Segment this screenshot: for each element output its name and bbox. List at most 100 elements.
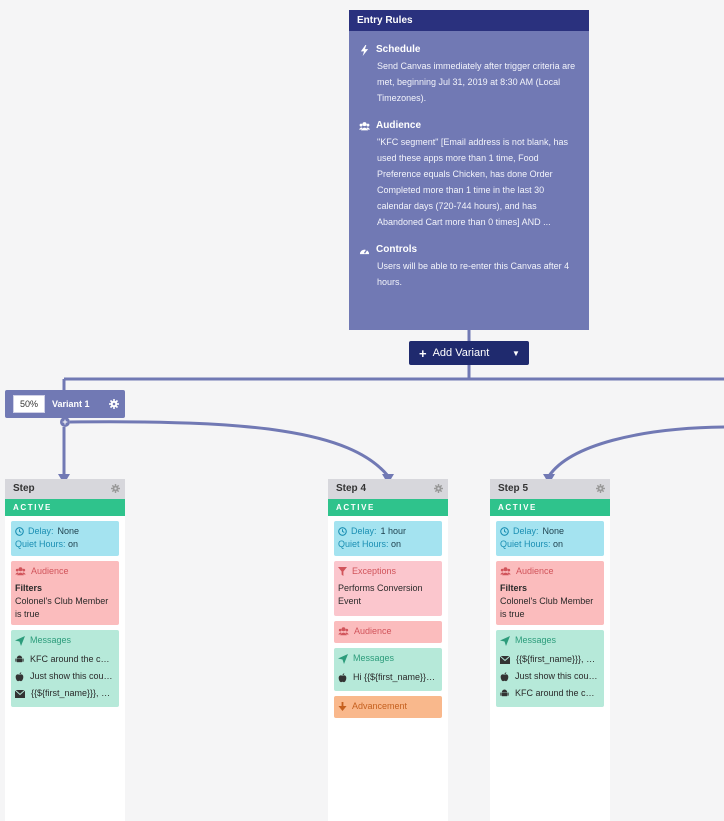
caret-down-icon[interactable]: ▼ [512, 348, 520, 358]
messages-title: Messages [30, 635, 72, 645]
users-icon [359, 121, 370, 130]
controls-section: Controls Users will be able to re-enter … [359, 242, 579, 290]
advancement-title: Advancement [352, 701, 408, 711]
filters-text: Colonel's Club Member is true [500, 596, 594, 619]
audience-block[interactable]: Audience Filters Colonel's Club Member i… [11, 561, 119, 625]
messages-title: Messages [515, 635, 557, 645]
quiet-hours-value: on [391, 539, 402, 549]
step-5-card[interactable]: Step 5 ACTIVE Delay: None Quiet Hours: o… [490, 479, 610, 821]
gear-icon[interactable] [109, 399, 119, 409]
message-item[interactable]: {{${first_name}}}, your order [500, 651, 599, 668]
dashboard-icon [359, 248, 370, 254]
apple-icon [15, 671, 24, 681]
apple-icon [500, 671, 509, 681]
audience-block[interactable]: Audience Filters Colonel's Club Member i… [496, 561, 604, 625]
step-header: Step 5 [490, 479, 610, 499]
audience-text: "KFC segment" [Email address is not blan… [377, 137, 568, 227]
message-text: KFC around the corner [515, 688, 599, 698]
audience-title: Audience [376, 120, 422, 131]
send-icon [338, 653, 348, 664]
audience-title: Audience [354, 626, 392, 636]
arrow-down-icon [338, 702, 347, 711]
add-variant-label: Add Variant [432, 347, 490, 359]
schedule-title: Schedule [376, 44, 421, 55]
gear-icon[interactable] [596, 484, 605, 493]
delay-block[interactable]: Delay: None Quiet Hours: on [496, 521, 604, 556]
message-item[interactable]: KFC around the corner [15, 651, 114, 668]
message-item[interactable]: Just show this coupon [15, 668, 114, 685]
send-icon [15, 635, 25, 646]
audience-title: Audience [516, 566, 554, 576]
message-text: Just show this coupon [30, 671, 114, 681]
exceptions-block[interactable]: Exceptions Performs Conversion Event [334, 561, 442, 616]
message-item[interactable]: Hi {{${first_name}}}, your order [338, 669, 437, 686]
controls-title: Controls [376, 244, 418, 255]
step-header: Step 4 [328, 479, 448, 499]
message-item[interactable]: KFC around the corner [500, 685, 599, 702]
status-badge: ACTIVE [5, 499, 125, 516]
variant-name: Variant 1 [52, 399, 90, 409]
audience-title: Audience [31, 566, 69, 576]
variant-percent-field[interactable]: 50% [13, 395, 45, 413]
android-icon [500, 689, 509, 697]
filters-label: Filters [500, 583, 528, 593]
advancement-block[interactable]: Advancement [334, 696, 442, 718]
controls-text: Users will be able to re-enter this Canv… [377, 261, 570, 287]
message-item[interactable]: Just show this coupon [500, 668, 599, 685]
filters-text: Colonel's Club Member is true [15, 596, 109, 619]
step-title: Step 5 [498, 483, 529, 494]
users-icon [15, 567, 26, 576]
delay-label: Delay: [28, 526, 54, 536]
exceptions-text: Performs Conversion Event [338, 583, 423, 606]
message-text: KFC around the corner [30, 654, 114, 664]
step-5-connector [547, 425, 724, 477]
step-body: Delay: 1 hour Quiet Hours: on Exceptions… [328, 516, 448, 821]
add-variant-button[interactable]: + Add Variant ▼ [409, 341, 529, 365]
audience-block[interactable]: Audience [334, 621, 442, 643]
step-body: Delay: None Quiet Hours: on Audience Fil… [5, 516, 125, 821]
delay-label: Delay: [513, 526, 539, 536]
messages-block[interactable]: Messages Hi {{${first_name}}}, your orde… [334, 648, 442, 691]
message-text: {{${first_name}}}, your order [31, 688, 114, 698]
status-badge: ACTIVE [490, 499, 610, 516]
messages-block[interactable]: Messages KFC around the corner Just show… [11, 630, 119, 707]
quiet-hours-label: Quiet Hours: [338, 539, 389, 549]
schedule-text: Send Canvas immediately after trigger cr… [377, 61, 576, 103]
users-icon [338, 627, 349, 636]
messages-title: Messages [353, 653, 395, 663]
message-text: {{${first_name}}}, your order [516, 654, 599, 664]
clock-icon [338, 527, 347, 536]
clock-icon [15, 527, 24, 536]
status-badge: ACTIVE [328, 499, 448, 516]
email-icon [15, 689, 25, 698]
email-icon [500, 655, 510, 664]
message-item[interactable]: {{${first_name}}}, your order [15, 685, 114, 702]
plus-icon: + [419, 345, 427, 361]
delay-value: 1 hour [380, 526, 407, 536]
step-card[interactable]: Step ACTIVE Delay: None Quiet Hours: on … [5, 479, 125, 821]
exceptions-title: Exceptions [352, 566, 397, 576]
delay-block[interactable]: Delay: 1 hour Quiet Hours: on [334, 521, 442, 556]
users-icon [500, 567, 511, 576]
add-step-plus-icon[interactable]: + [60, 417, 70, 427]
step-4-card[interactable]: Step 4 ACTIVE Delay: 1 hour Quiet Hours:… [328, 479, 448, 821]
filters-label: Filters [15, 583, 43, 593]
messages-block[interactable]: Messages {{${first_name}}}, your order J… [496, 630, 604, 707]
android-icon [15, 655, 24, 663]
variant-1-box[interactable]: 50% Variant 1 [5, 390, 125, 418]
delay-value: None [542, 526, 565, 536]
step-4-connector [69, 420, 390, 477]
delay-label: Delay: [351, 526, 377, 536]
quiet-hours-value: on [553, 539, 564, 549]
quiet-hours-value: on [68, 539, 79, 549]
gear-icon[interactable] [111, 484, 120, 493]
quiet-hours-label: Quiet Hours: [15, 539, 66, 549]
delay-block[interactable]: Delay: None Quiet Hours: on [11, 521, 119, 556]
send-icon [500, 635, 510, 646]
quiet-hours-label: Quiet Hours: [500, 539, 551, 549]
clock-icon [500, 527, 509, 536]
step-header: Step [5, 479, 125, 499]
step-title: Step [13, 483, 35, 494]
entry-rules-panel[interactable]: Entry Rules Schedule Send Canvas immedia… [349, 10, 589, 330]
gear-icon[interactable] [434, 484, 443, 493]
